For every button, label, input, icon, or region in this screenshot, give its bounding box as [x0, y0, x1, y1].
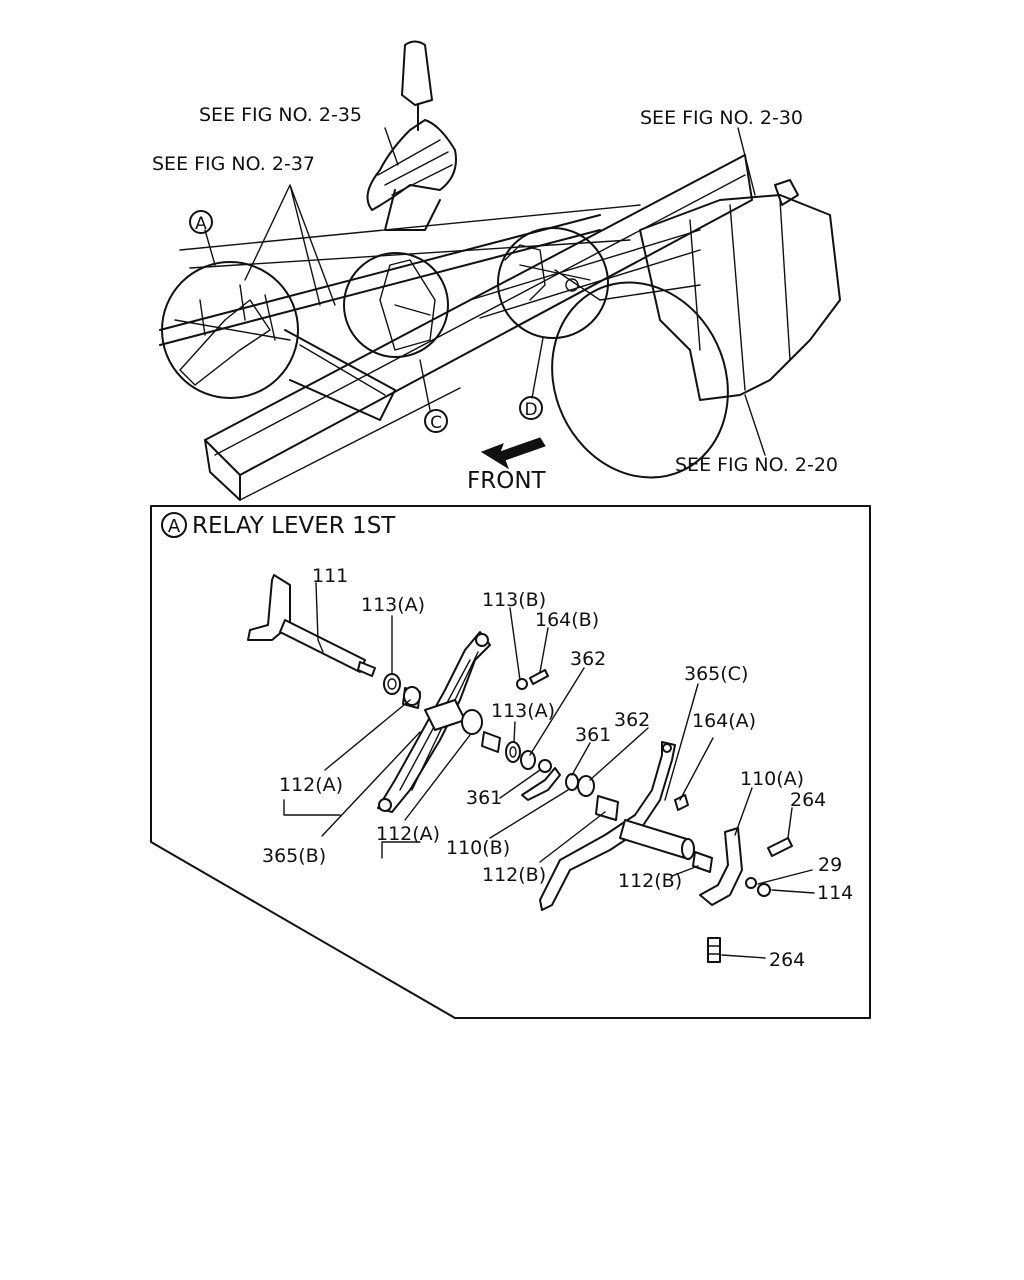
detail-panel-frame	[150, 505, 871, 1019]
part-label-112b-1: 112(B)	[482, 864, 546, 886]
callout-d-marker: D	[519, 396, 543, 420]
part-label-362-1: 362	[570, 648, 606, 670]
part-label-110a: 110(A)	[740, 768, 804, 790]
part-label-113a-2: 113(A)	[491, 700, 555, 722]
callout-d-letter: D	[524, 400, 537, 420]
part-label-111: 111	[312, 565, 348, 587]
ref-fig-2-35: SEE FIG NO. 2-35	[199, 104, 362, 126]
detail-leaders	[283, 582, 815, 959]
detail-circle-a	[161, 261, 299, 399]
part-label-110b: 110(B)	[446, 837, 510, 859]
part-label-112a-2: 112(A)	[376, 823, 440, 845]
callout-c-marker: C	[424, 409, 448, 433]
part-label-114: 114	[817, 882, 853, 904]
callout-a-marker: A	[189, 210, 213, 234]
part-label-113b: 113(B)	[482, 589, 546, 611]
part-label-264-2: 264	[769, 949, 805, 971]
part-label-113a-1: 113(A)	[361, 594, 425, 616]
callout-a-letter: A	[195, 214, 207, 234]
part-label-361-1: 361	[575, 724, 611, 746]
detail-circle-d	[497, 227, 609, 339]
part-label-365c: 365(C)	[684, 663, 748, 685]
front-arrow-icon	[480, 437, 546, 470]
part-label-29: 29	[818, 854, 842, 876]
callout-c-letter: C	[430, 413, 442, 433]
part-label-164b: 164(B)	[535, 609, 599, 631]
part-label-112b-2: 112(B)	[618, 870, 682, 892]
part-label-264-1: 264	[790, 789, 826, 811]
exploded-parts-drawing	[247, 574, 793, 963]
ref-fig-2-20: SEE FIG NO. 2-20	[675, 454, 838, 476]
front-label: FRONT	[467, 468, 547, 494]
detail-title-text: RELAY LEVER 1ST	[192, 513, 396, 539]
part-label-361-2: 361	[466, 787, 502, 809]
ref-fig-2-30: SEE FIG NO. 2-30	[640, 107, 803, 129]
transmission-drawing	[551, 179, 841, 479]
shift-lever-drawing	[366, 40, 457, 231]
detail-title: A RELAY LEVER 1ST	[161, 512, 396, 539]
detail-circle-c	[343, 252, 449, 358]
part-label-164a: 164(A)	[692, 710, 756, 732]
part-label-112a-1: 112(A)	[279, 774, 343, 796]
overview-illustration	[159, 40, 841, 501]
detail-marker-letter: A	[168, 516, 181, 537]
part-label-365b: 365(B)	[262, 845, 326, 867]
part-label-362-2: 362	[614, 709, 650, 731]
ref-fig-2-37: SEE FIG NO. 2-37	[152, 153, 315, 175]
